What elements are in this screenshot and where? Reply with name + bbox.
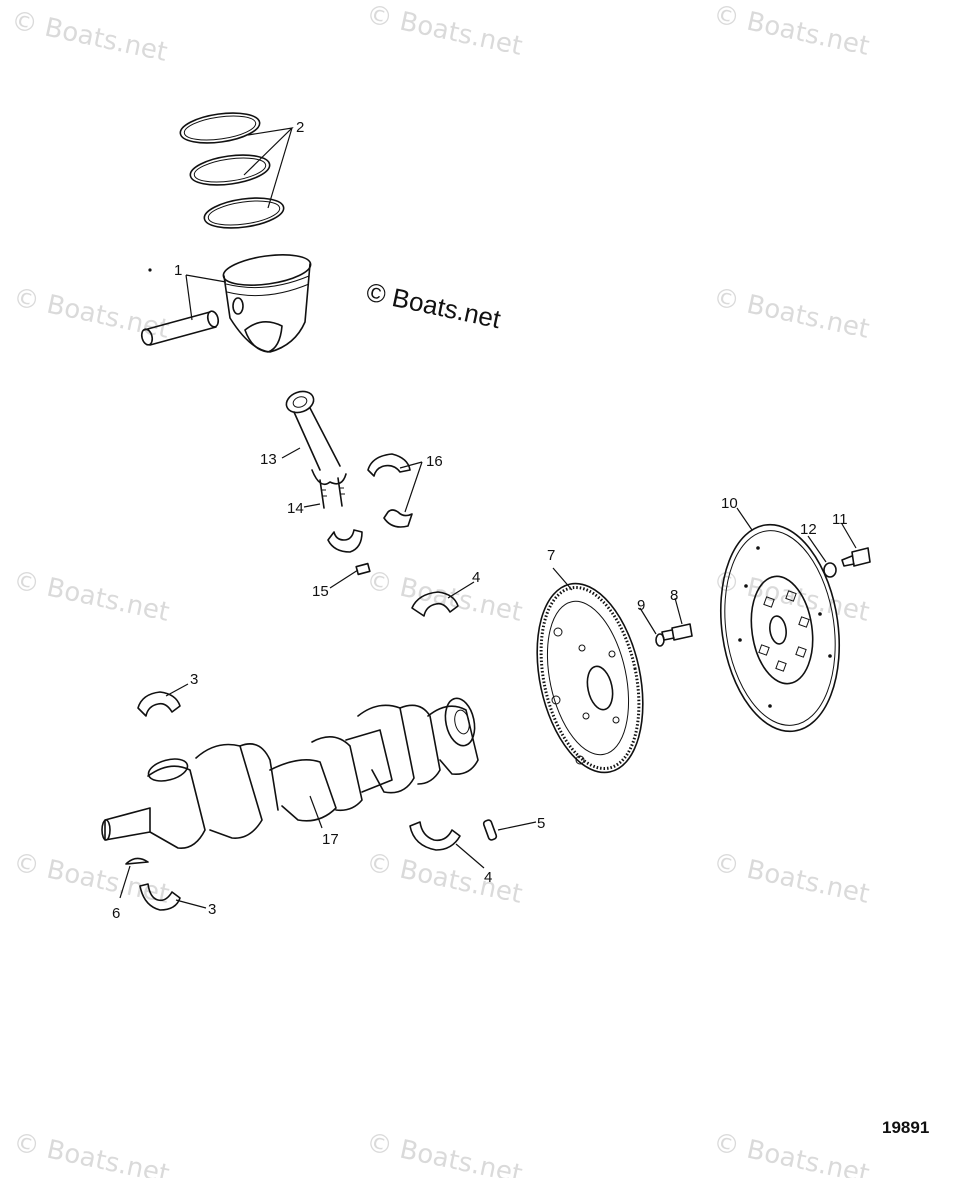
callout-16: 16 <box>426 453 443 470</box>
rod-bearings <box>327 453 413 553</box>
callout-4: 4 <box>472 569 480 586</box>
callout-13: 13 <box>260 451 277 468</box>
watermark: © Boats.net <box>364 566 525 628</box>
watermark: © Boats.net <box>11 283 172 345</box>
watermark: © Boats.net <box>9 6 170 68</box>
watermark: © Boats.net <box>364 848 525 910</box>
dowel-pin <box>482 819 498 841</box>
main-bearings <box>137 591 461 911</box>
plate-bolt <box>841 547 871 567</box>
watermark-layer: © Boats.net © Boats.net © Boats.net © Bo… <box>9 0 872 1178</box>
watermark: © Boats.net <box>711 848 872 910</box>
watermark: © Boats.net <box>11 848 172 910</box>
watermark: © Boats.net <box>364 1128 525 1178</box>
watermark: © Boats.net <box>711 283 872 345</box>
callout-8: 8 <box>670 587 678 604</box>
callout-10: 10 <box>721 495 738 512</box>
plate-nut <box>823 562 837 578</box>
watermark: © Boats.net <box>11 566 172 628</box>
callout-labels: 2 1 13 16 14 15 4 3 7 9 8 10 12 11 5 4 1… <box>112 119 848 922</box>
callout-5: 5 <box>537 815 545 832</box>
connecting-rod <box>285 390 347 509</box>
callout-14: 14 <box>287 500 304 517</box>
callout-15: 15 <box>312 583 329 600</box>
crankshaft <box>101 697 479 849</box>
callout-6: 6 <box>112 905 120 922</box>
watermark: © Boats.net <box>711 0 872 62</box>
callout-3: 3 <box>190 671 198 688</box>
center-watermark: © Boats.net <box>364 277 504 335</box>
callout-9: 9 <box>637 597 645 614</box>
callout-2: 2 <box>296 119 304 136</box>
watermark: © Boats.net <box>364 0 525 62</box>
callout-3: 3 <box>208 901 216 918</box>
watermark: © Boats.net <box>711 566 872 628</box>
callout-17: 17 <box>322 831 339 848</box>
piston-assembly <box>140 254 312 353</box>
callout-4: 4 <box>484 869 492 886</box>
leader-lines <box>119 127 857 909</box>
figure-number: 19891 <box>882 1118 929 1137</box>
callout-11: 11 <box>832 511 848 528</box>
watermark: © Boats.net <box>711 1128 872 1178</box>
piston-rings <box>179 112 285 229</box>
callout-12: 12 <box>800 521 817 538</box>
drive-plate <box>719 523 841 733</box>
watermark: © Boats.net <box>11 1128 172 1178</box>
callout-7: 7 <box>547 547 555 564</box>
woodruff-key <box>125 857 149 865</box>
callout-1: 1 <box>174 262 182 279</box>
flywheel-bolt <box>661 623 693 641</box>
